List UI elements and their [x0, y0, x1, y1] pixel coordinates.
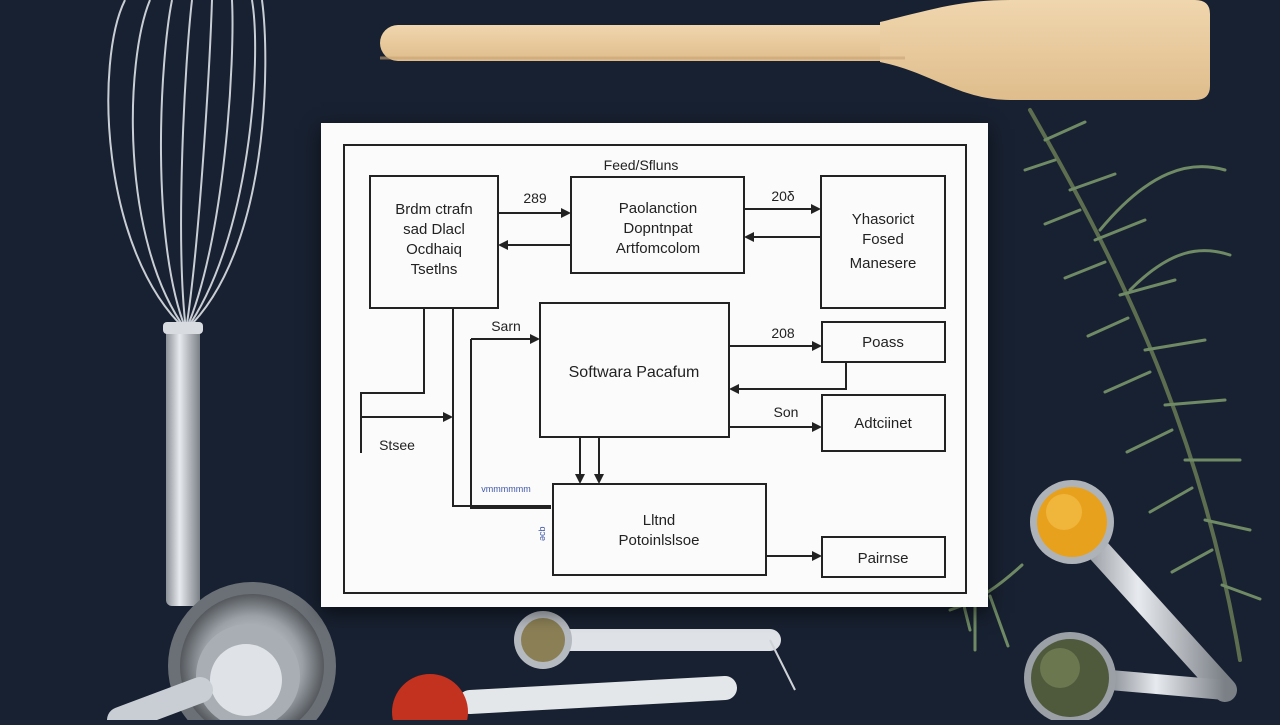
box-top-center-line-3: Artfomcolom [616, 240, 700, 257]
box-right-2: Adtciinet [821, 394, 946, 452]
box-top-left: Brdm ctrafn sad Dlacl Ocdhaiq Tsetlns [369, 175, 499, 309]
connector-side-drop [360, 308, 425, 453]
box-top-center-line-1: Paolanction [619, 200, 697, 217]
diagram-arrows [360, 204, 847, 561]
measuring-spoon-bottom-icon [392, 611, 796, 725]
spatula-icon [380, 0, 1210, 100]
flow-diagram: Feed/Sfluns Brdm ctrafn sad Dlacl Ocdhai… [343, 144, 967, 594]
diagram-sheet: Feed/Sfluns Brdm ctrafn sad Dlacl Ocdhai… [321, 123, 988, 607]
whisk-icon [107, 0, 267, 606]
side-label: Stsee [379, 437, 415, 453]
arrow-label-2: 20δ [771, 188, 795, 204]
connector-tl-down [452, 308, 551, 507]
box-bottom-right-label: Pairnse [858, 550, 909, 567]
rosemary-icon [1023, 108, 1262, 662]
box-right-1-label: Poass [862, 334, 904, 351]
connector-left-bottom [470, 339, 551, 509]
arrow-r1-to-center [729, 362, 847, 394]
box-top-center: Paolanction Dopntnpat Artfomcolom [570, 176, 745, 274]
diagram-frame [343, 144, 967, 594]
measuring-cups-icon [107, 582, 336, 725]
arrow-label-1: 289 [523, 190, 547, 206]
arrow-label-3: Sarn [491, 318, 521, 334]
small-blue-vertical-label: ǝcb [537, 526, 547, 541]
small-blue-label: vmmmmmm [481, 484, 530, 494]
box-top-right-line-2: Fosed [862, 231, 904, 248]
box-bottom-center-line-1: Lltnd [643, 512, 676, 529]
box-top-left-line-3: Ocdhaiq [406, 241, 462, 258]
box-center-label: Softwara Pacafum [569, 364, 700, 381]
arrow-label-4: 208 [771, 325, 795, 341]
measuring-spoons-icon [1024, 480, 1237, 724]
box-top-left-line-2: sad Dlacl [403, 221, 465, 238]
box-top-left-line-1: Brdm ctrafn [395, 201, 473, 218]
box-top-left-line-4: Tsetlns [411, 261, 458, 278]
box-center: Softwara Pacafum [539, 302, 730, 438]
diagram-heading: Feed/Sfluns [604, 157, 679, 173]
box-bottom-center: Lltnd Potoinlslsoe [552, 483, 767, 576]
arrow-label-5: Son [774, 404, 799, 420]
box-top-center-line-2: Dopntnpat [623, 220, 693, 237]
box-bottom-right: Pairnse [821, 536, 946, 578]
box-right-2-label: Adtciinet [854, 415, 912, 432]
box-top-right-line-1: Yhasorict [852, 211, 915, 228]
box-top-right-line-3: Manesere [850, 255, 917, 272]
box-top-right: Yhasorict Fosed Manesere [820, 175, 946, 309]
box-bottom-center-line-2: Potoinlslsoe [619, 532, 700, 549]
box-right-1: Poass [821, 321, 946, 363]
